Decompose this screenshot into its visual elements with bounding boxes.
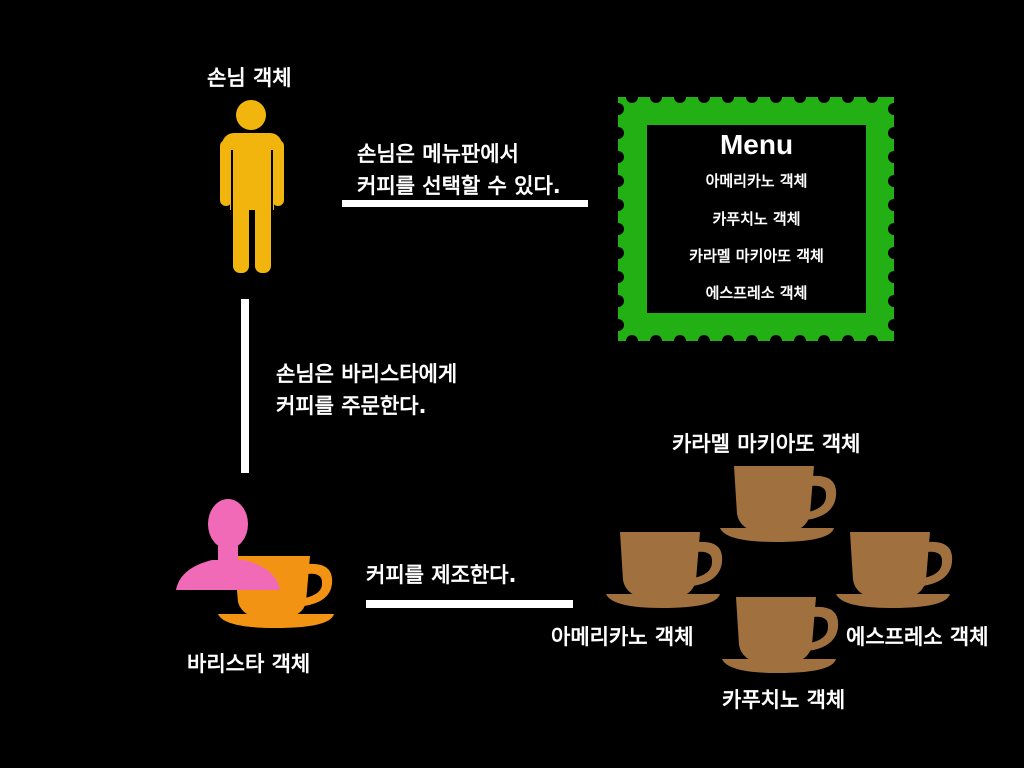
coffee-cup-icon <box>722 597 839 673</box>
menu-item-espresso: 에스프레소 객체 <box>705 284 808 302</box>
connector-customer-menu <box>342 200 588 207</box>
edge-label-customer-barista: 손님은 바리스타에게 커피를 주문한다. <box>276 358 457 422</box>
connector-customer-barista <box>241 299 249 473</box>
coffee-label-americano: 아메리카노 객체 <box>551 625 694 649</box>
coffee-cup-icon <box>720 466 837 542</box>
coffee-label-espresso: 에스프레소 객체 <box>846 625 989 649</box>
menu-board: Menu 아메리카노 객체 카푸치노 객체 카라멜 마키아또 객체 에스프레소 … <box>618 97 894 341</box>
edge-label-line-1: 손님은 바리스타에게 <box>276 362 458 386</box>
customer-title: 손님 객체 <box>207 66 292 90</box>
menu-item-caramel-macchiato: 카라멜 마키아또 객체 <box>689 247 824 265</box>
coffee-label-cappuccino: 카푸치노 객체 <box>722 688 846 712</box>
edge-label-line-1: 손님은 메뉴판에서 <box>357 142 519 166</box>
coffee-label-caramel-macchiato: 카라멜 마키아또 객체 <box>672 432 861 456</box>
person-icon <box>220 100 284 273</box>
menu-title: Menu <box>719 129 794 160</box>
coffee-cup-icon <box>836 532 953 608</box>
barista-icon <box>176 499 334 628</box>
edge-label-line-2: 커피를 선택할 수 있다. <box>357 174 561 198</box>
stamp-frame <box>618 97 894 341</box>
coffee-cup-icon <box>606 532 723 608</box>
menu-item-americano: 아메리카노 객체 <box>705 172 808 190</box>
connector-barista-coffee <box>366 600 573 608</box>
menu-content: Menu 아메리카노 객체 카푸치노 객체 카라멜 마키아또 객체 에스프레소 … <box>647 125 866 313</box>
edge-label-line-2: 커피를 주문한다. <box>276 394 427 418</box>
edge-label-customer-menu: 손님은 메뉴판에서 커피를 선택할 수 있다. <box>357 138 561 202</box>
menu-item-cappuccino: 카푸치노 객체 <box>712 210 801 228</box>
edge-label-barista-coffee: 커피를 제조한다. <box>366 563 517 587</box>
barista-title: 바리스타 객체 <box>187 652 311 676</box>
